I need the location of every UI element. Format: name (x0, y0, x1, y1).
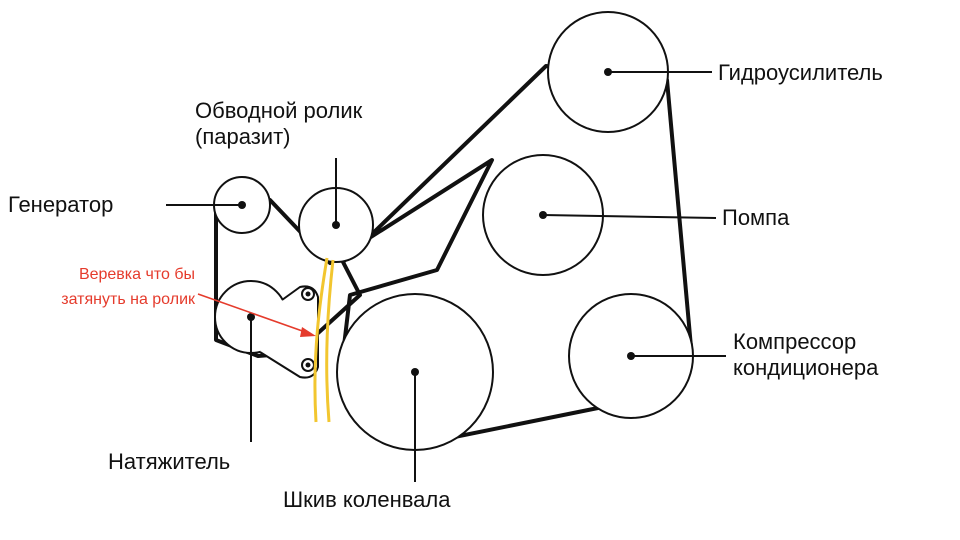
ac-label-line1: Компрессор (733, 329, 857, 354)
ac-label-line2: кондиционера (733, 355, 879, 380)
rope (313, 257, 335, 423)
annotation-arrow-head (300, 327, 316, 337)
bracket-bolt-top-inner (305, 291, 311, 297)
bracket-bolt-bottom-inner (305, 362, 311, 368)
power-steering-label: Гидроусилитель (718, 60, 883, 85)
tensioner-label: Натяжитель (108, 449, 231, 474)
pump-label: Помпа (722, 205, 790, 230)
pump-leader (542, 214, 717, 219)
rope-annotation-line1: Веревка что бы (78, 266, 195, 283)
idler-label-line1: Обводной ролик (195, 98, 363, 123)
rope-annotation-line2: затянуть на ролик (61, 291, 195, 308)
idler-label-line2: (паразит) (195, 124, 291, 149)
generator-label: Генератор (8, 192, 114, 217)
annotation-arrow-line (197, 293, 309, 334)
crankshaft-label: Шкив коленвала (283, 487, 451, 512)
